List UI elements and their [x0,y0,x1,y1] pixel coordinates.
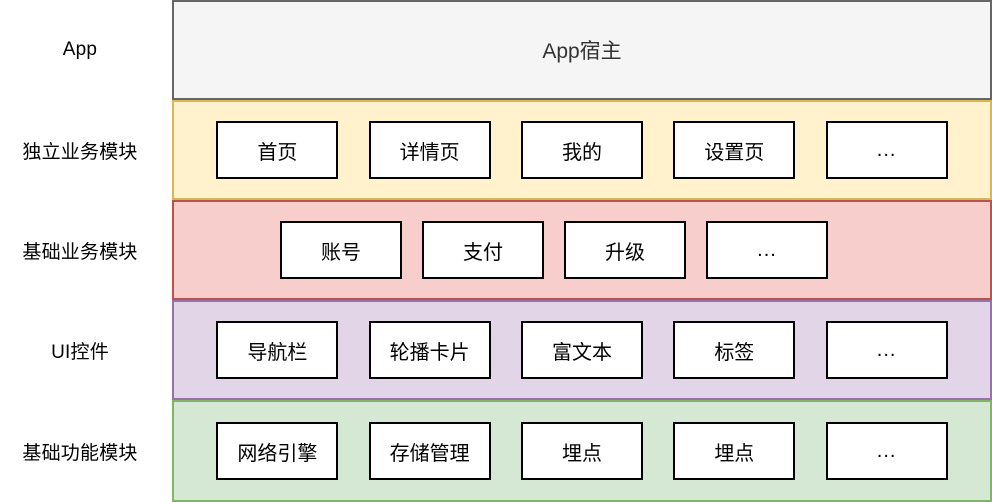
module-box[interactable]: 详情页 [368,121,491,179]
module-list-independent: 首页 详情页 我的 设置页 ... [174,102,990,198]
module-box[interactable]: 富文本 [520,321,643,379]
module-box[interactable]: 导航栏 [216,321,339,379]
module-box-more[interactable]: ... [706,221,828,279]
module-box[interactable]: 网络引擎 [216,422,339,480]
band-base-business-modules: 账号 支付 升级 ... [172,200,992,300]
row-label-base-business-modules: 基础业务模块 [22,241,138,263]
module-box[interactable]: 首页 [216,121,339,179]
row-label-app: App [62,39,98,60]
band-independent-business-modules: 首页 详情页 我的 设置页 ... [172,100,992,200]
module-box[interactable]: 升级 [564,221,686,279]
band-base-function-modules: 网络引擎 存储管理 埋点 埋点 ... [172,400,992,502]
row-label-base-function-modules: 基础功能模块 [22,442,138,464]
module-box[interactable]: 支付 [422,221,544,279]
module-box[interactable]: 轮播卡片 [368,321,491,379]
module-box-more[interactable]: ... [825,121,948,179]
module-box[interactable]: 埋点 [673,422,796,480]
module-box-more[interactable]: ... [825,422,948,480]
app-host-title: App宿主 [542,40,622,63]
module-box[interactable]: 账号 [280,221,402,279]
band-app: App宿主 [172,0,992,100]
module-box[interactable]: 我的 [520,121,643,179]
module-list-base-function: 网络引擎 存储管理 埋点 埋点 ... [174,402,990,500]
module-box[interactable]: 存储管理 [368,422,491,480]
module-box-more[interactable]: ... [825,321,948,379]
module-list-ui-widgets: 导航栏 轮播卡片 富文本 标签 ... [174,302,990,398]
module-list-base-business: 账号 支付 升级 ... [174,202,990,298]
module-box[interactable]: 标签 [673,321,796,379]
module-box[interactable]: 设置页 [673,121,796,179]
row-label-independent-business-modules: 独立业务模块 [22,141,138,163]
row-label-column: App 独立业务模块 基础业务模块 UI控件 基础功能模块 [0,0,172,502]
row-label-ui-widgets: UI控件 [51,341,109,363]
module-box[interactable]: 埋点 [520,422,643,480]
band-ui-widgets: 导航栏 轮播卡片 富文本 标签 ... [172,300,992,400]
